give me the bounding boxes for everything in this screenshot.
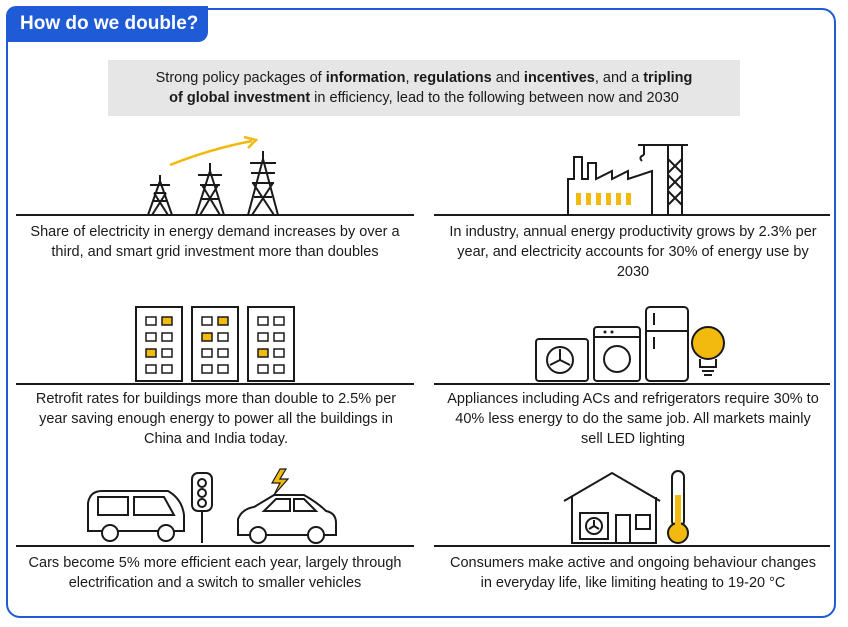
- buildings-icon: [135, 306, 295, 382]
- item-caption: Cars become 5% more efficient each year,…: [28, 555, 402, 591]
- item-caption: Appliances including ACs and refrigerato…: [447, 391, 819, 447]
- divider-line: [16, 214, 414, 216]
- factory-crane-icon: [567, 144, 688, 216]
- house-thermometer-icon: [563, 470, 689, 544]
- banner-emphasis: incentives: [523, 70, 595, 86]
- infographic-frame: [6, 8, 836, 618]
- banner-text: Strong policy packages of: [155, 70, 326, 86]
- divider-line: [16, 545, 414, 547]
- cars-traffic-light-icon: [87, 468, 337, 544]
- banner-text: ,: [405, 70, 414, 86]
- divider-line: [16, 383, 414, 385]
- banner-emphasis: information: [325, 70, 406, 86]
- banner-emphasis: tripling: [643, 70, 693, 86]
- banner-emphasis: regulations: [413, 70, 492, 86]
- banner-text: in efficiency, lead to the following bet…: [310, 90, 679, 106]
- summary-banner: Strong policy packages of information, r…: [108, 60, 740, 116]
- item-caption: In industry, annual energy productivity …: [449, 224, 817, 280]
- divider-line: [434, 545, 830, 547]
- item-caption: Share of electricity in energy demand in…: [30, 224, 400, 260]
- divider-line: [434, 214, 830, 216]
- electricity-pylons-icon: [147, 135, 279, 216]
- banner-text: , and a: [594, 70, 644, 86]
- banner-text: and: [491, 70, 524, 86]
- divider-line: [434, 383, 830, 385]
- item-caption: Consumers make active and ongoing behavi…: [450, 555, 816, 591]
- item-caption: Retrofit rates for buildings more than d…: [35, 391, 397, 447]
- appliances-icon: [535, 306, 725, 382]
- banner-emphasis: of global investment: [169, 90, 311, 106]
- page-title: How do we double?: [6, 6, 208, 42]
